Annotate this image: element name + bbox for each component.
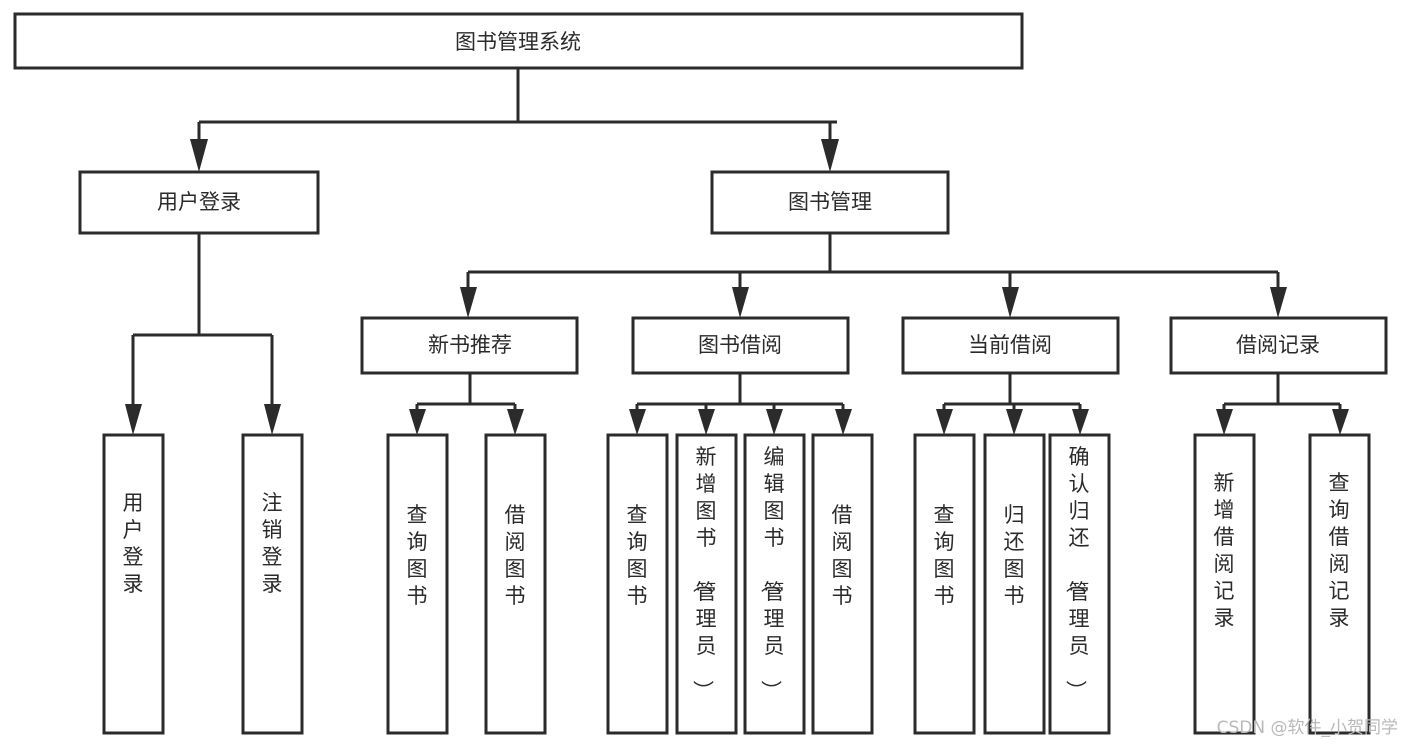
- leaf-return-book-box[interactable]: [983, 433, 1046, 735]
- leaf-node-query-book-new[interactable]: 查询图书: [386, 433, 449, 735]
- connector-group-borrow-record: [1216, 373, 1349, 435]
- leaf-query-book-current-label: 查询图书: [934, 503, 955, 608]
- leaf-node-confirm-return[interactable]: 确认归还（管理员）: [1048, 433, 1111, 735]
- node-book-borrow-box[interactable]: [631, 316, 850, 375]
- node-current-borrow-label: 当前借阅: [968, 333, 1052, 357]
- node-user-login-label: 用户登录: [157, 190, 241, 214]
- arrow-head-icon: [1002, 287, 1019, 318]
- connector-group-current-borrow: [936, 373, 1089, 435]
- arrow-head-icon: [190, 139, 208, 172]
- arrow-head-icon: [507, 409, 524, 435]
- node-current-borrow[interactable]: 当前借阅: [901, 316, 1120, 375]
- arrow-head-icon: [732, 287, 749, 318]
- leaf-add-book-box[interactable]: [675, 433, 738, 735]
- node-book-management[interactable]: 图书管理: [710, 170, 950, 235]
- arrow-head-icon: [835, 409, 852, 435]
- leaf-add-book-label: 新增图书（管理员）: [691, 445, 717, 701]
- arrow-head-icon: [698, 409, 715, 435]
- arrow-head-icon: [629, 409, 646, 435]
- leaf-query-book-borrow-label: 查询图书: [627, 503, 648, 608]
- connector-group-root: [190, 68, 839, 172]
- leaf-node-add-record[interactable]: 新增借阅记录: [1193, 433, 1256, 735]
- node-book-borrow[interactable]: 图书借阅: [631, 316, 850, 375]
- arrow-head-icon: [460, 287, 477, 318]
- arrow-head-icon: [409, 409, 426, 435]
- leaf-node-user-login[interactable]: 用户登录: [102, 433, 165, 735]
- leaf-node-edit-book[interactable]: 编辑图书（管理员）: [743, 433, 806, 735]
- node-user-login-box[interactable]: [78, 170, 320, 235]
- leaf-logout-label: 注销登录: [262, 491, 283, 596]
- leaf-node-query-book-borrow[interactable]: 查询图书: [606, 433, 669, 735]
- node-new-book-recommend-label: 新书推荐: [428, 333, 512, 357]
- connector-group-book-borrow: [629, 373, 852, 435]
- arrow-head-icon: [1332, 409, 1349, 435]
- leaf-user-login-label: 用户登录: [123, 491, 144, 596]
- connector-group-user-login: [125, 233, 281, 435]
- node-book-borrow-label: 图书借阅: [698, 333, 782, 357]
- arrow-head-icon: [821, 139, 839, 172]
- node-borrow-record-box[interactable]: [1169, 316, 1388, 375]
- leaf-query-book-borrow-box[interactable]: [606, 433, 669, 735]
- node-borrow-record[interactable]: 借阅记录: [1169, 316, 1388, 375]
- leaf-edit-book-box[interactable]: [743, 433, 806, 735]
- node-new-book-recommend-box[interactable]: [360, 316, 579, 375]
- node-user-login[interactable]: 用户登录: [78, 170, 320, 235]
- leaf-add-record-label: 新增借阅记录: [1214, 471, 1235, 630]
- node-borrow-record-label: 借阅记录: [1236, 333, 1320, 357]
- leaf-logout-box[interactable]: [241, 433, 304, 735]
- leaf-confirm-return-label: 确认归还（管理员）: [1064, 445, 1090, 701]
- leaf-borrow-book-box[interactable]: [811, 433, 874, 735]
- leaf-borrow-book-label: 借阅图书: [832, 503, 853, 608]
- leaf-node-return-book[interactable]: 归还图书: [983, 433, 1046, 735]
- leaf-node-borrow-book[interactable]: 借阅图书: [811, 433, 874, 735]
- node-root-label: 图书管理系统: [455, 30, 581, 54]
- leaf-node-query-book-current[interactable]: 查询图书: [913, 433, 976, 735]
- node-root-box[interactable]: [13, 12, 1024, 70]
- node-root[interactable]: 图书管理系统: [13, 12, 1024, 70]
- node-book-management-label: 图书管理: [788, 190, 872, 214]
- arrow-head-icon: [766, 409, 783, 435]
- node-new-book-recommend[interactable]: 新书推荐: [360, 316, 579, 375]
- leaf-query-record-label: 查询借阅记录: [1329, 471, 1350, 630]
- arrow-head-icon: [264, 404, 281, 435]
- arrow-head-icon: [1006, 409, 1023, 435]
- leaf-query-record-box[interactable]: [1308, 433, 1371, 735]
- node-current-borrow-box[interactable]: [901, 316, 1120, 375]
- leaf-node-logout[interactable]: 注销登录: [241, 433, 304, 735]
- leaf-edit-book-label: 编辑图书（管理员）: [759, 445, 785, 701]
- leaf-add-record-box[interactable]: [1193, 433, 1256, 735]
- node-book-management-box[interactable]: [710, 170, 950, 235]
- leaf-borrow-book-new-box[interactable]: [484, 433, 547, 735]
- leaf-user-login-box[interactable]: [102, 433, 165, 735]
- connector-group-book-management: [460, 233, 1287, 318]
- leaf-borrow-book-new-label: 借阅图书: [505, 503, 526, 608]
- arrow-head-icon: [125, 404, 142, 435]
- leaf-query-book-current-box[interactable]: [913, 433, 976, 735]
- arrow-head-icon: [936, 409, 953, 435]
- arrow-head-icon: [1072, 409, 1089, 435]
- watermark-label: CSDN @软件_小贺同学: [1217, 718, 1398, 738]
- leaf-node-add-book[interactable]: 新增图书（管理员）: [675, 433, 738, 735]
- arrow-head-icon: [1216, 409, 1233, 435]
- leaf-node-query-record[interactable]: 查询借阅记录: [1308, 433, 1371, 735]
- leaf-query-book-new-label: 查询图书: [407, 503, 428, 608]
- leaf-confirm-return-box[interactable]: [1048, 433, 1111, 735]
- arrow-head-icon: [1270, 287, 1287, 318]
- leaf-return-book-label: 归还图书: [1004, 503, 1025, 608]
- leaf-nodes-group: 用户登录 注销登录 查询图书 借阅图书 查询图书 新增图书（管理员）: [102, 433, 1371, 735]
- leaf-query-book-new-box[interactable]: [386, 433, 449, 735]
- leaf-node-borrow-book-new[interactable]: 借阅图书: [484, 433, 547, 735]
- connector-group-new-book-recommend: [409, 373, 524, 435]
